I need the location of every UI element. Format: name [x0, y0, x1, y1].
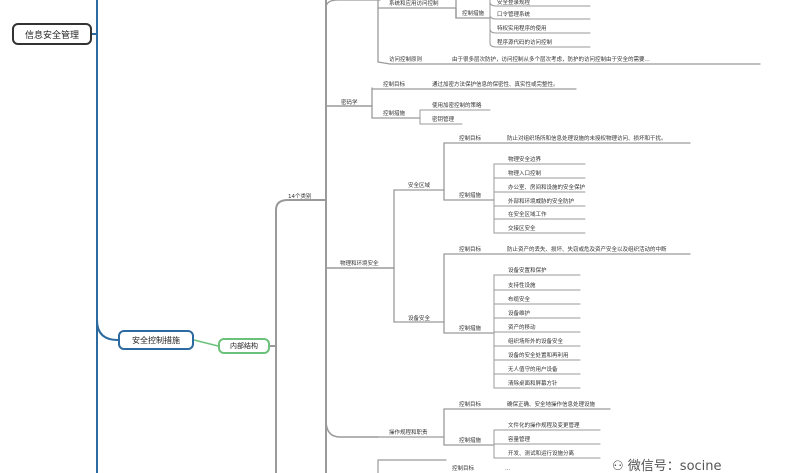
eq-objective-label: 控制目标	[459, 247, 482, 253]
ops-item-0: 文件化的操作规程及变更管理	[508, 423, 580, 429]
eq-item-2: 布缆安全	[508, 297, 531, 303]
label-system-app-access: 系统和应用访问控制	[389, 1, 439, 7]
ac-item-1: 口令管理系统	[497, 12, 531, 18]
crypto-measures-label: 控制措施	[383, 111, 406, 117]
ac-item-3: 程序源代码的访问控制	[497, 40, 553, 46]
area-objective-text: 防止对组织场所和信息处理设施的未授权物理访问、损坏和干扰。	[507, 136, 667, 142]
eq-objective-text: 防止资产的丢失、损坏、失窃或危及资产安全以及组织活动的中断	[507, 247, 667, 253]
eq-item-5: 组织场所外的设备安全	[508, 339, 564, 345]
ops-measures-label: 控制措施	[459, 438, 482, 444]
crypto-measure-1: 密钥管理	[432, 117, 455, 123]
eq-item-4: 资产的移动	[508, 325, 536, 331]
area-item-3: 外部和环境威胁的安全防护	[508, 199, 575, 205]
crypto-objective-text: 通过加密方法保护信息的保密性、真实性或完整性。	[432, 82, 559, 88]
area-item-5: 交接区安全	[508, 226, 536, 232]
label-ac-principle: 访问控制原则	[389, 57, 423, 63]
eq-item-8: 清除桌面和屏幕方针	[508, 381, 558, 387]
label-14-categories: 14个类别	[288, 194, 312, 200]
root-node[interactable]: 信息安全管理	[12, 23, 92, 45]
ac-item-0: 安全登录规程	[497, 0, 531, 6]
ops-item-2: 开发、测试和运行设施分离	[508, 451, 575, 457]
crypto-objective-label: 控制目标	[383, 82, 406, 88]
area-item-2: 办公室、房间和设施的安全保护	[508, 185, 586, 191]
area-item-4: 在安全区域工作	[508, 212, 547, 218]
category-operations[interactable]: 操作规程和职责	[389, 430, 428, 436]
eq-item-6: 设备的安全处置和再利用	[508, 353, 569, 359]
node-security-controls[interactable]: 安全控制措施	[118, 330, 194, 350]
category-crypto[interactable]: 密码学	[341, 100, 358, 106]
bottom-cut-label: 控制目标	[452, 466, 475, 472]
node-internal-structure[interactable]: 内部结构	[218, 338, 270, 354]
eq-item-0: 设备安置和保护	[508, 268, 547, 274]
bottom-cut-text: ...	[505, 466, 511, 472]
watermark-text: 微信号：socine	[627, 459, 722, 473]
node-secure-area: 安全区域	[408, 183, 431, 189]
ops-objective-label: 控制目标	[459, 402, 482, 408]
eq-item-1: 支持性设施	[508, 283, 536, 289]
area-objective-label: 控制目标	[459, 136, 482, 142]
area-item-0: 物理安全边界	[508, 157, 542, 163]
crypto-measure-0: 使用加密控制的策略	[432, 103, 482, 109]
ac-principle-text: 由于很多层次防护，访问控制从多个层次考虑，防护的访问控制由于安全的需要...	[452, 57, 650, 63]
area-item-1: 物理入口控制	[508, 171, 542, 177]
category-physical[interactable]: 物理和环境安全	[340, 261, 379, 267]
ops-item-1: 容量管理	[508, 437, 531, 443]
label-ac-measures: 控制措施	[462, 11, 485, 17]
ac-item-2: 特权实用程序的使用	[497, 26, 547, 32]
eq-measures-label: 控制措施	[459, 326, 482, 332]
eq-item-3: 设备维护	[508, 311, 531, 317]
ops-objective-text: 确保正确、安全地操作信息处理设施	[507, 402, 596, 408]
watermark: ⚇ 微信号：socine	[612, 455, 722, 473]
area-measures-label: 控制措施	[459, 193, 482, 199]
node-equipment-security: 设备安全	[408, 316, 431, 322]
wechat-icon: ⚇	[612, 459, 624, 473]
eq-item-7: 无人值守的用户设备	[508, 367, 558, 373]
